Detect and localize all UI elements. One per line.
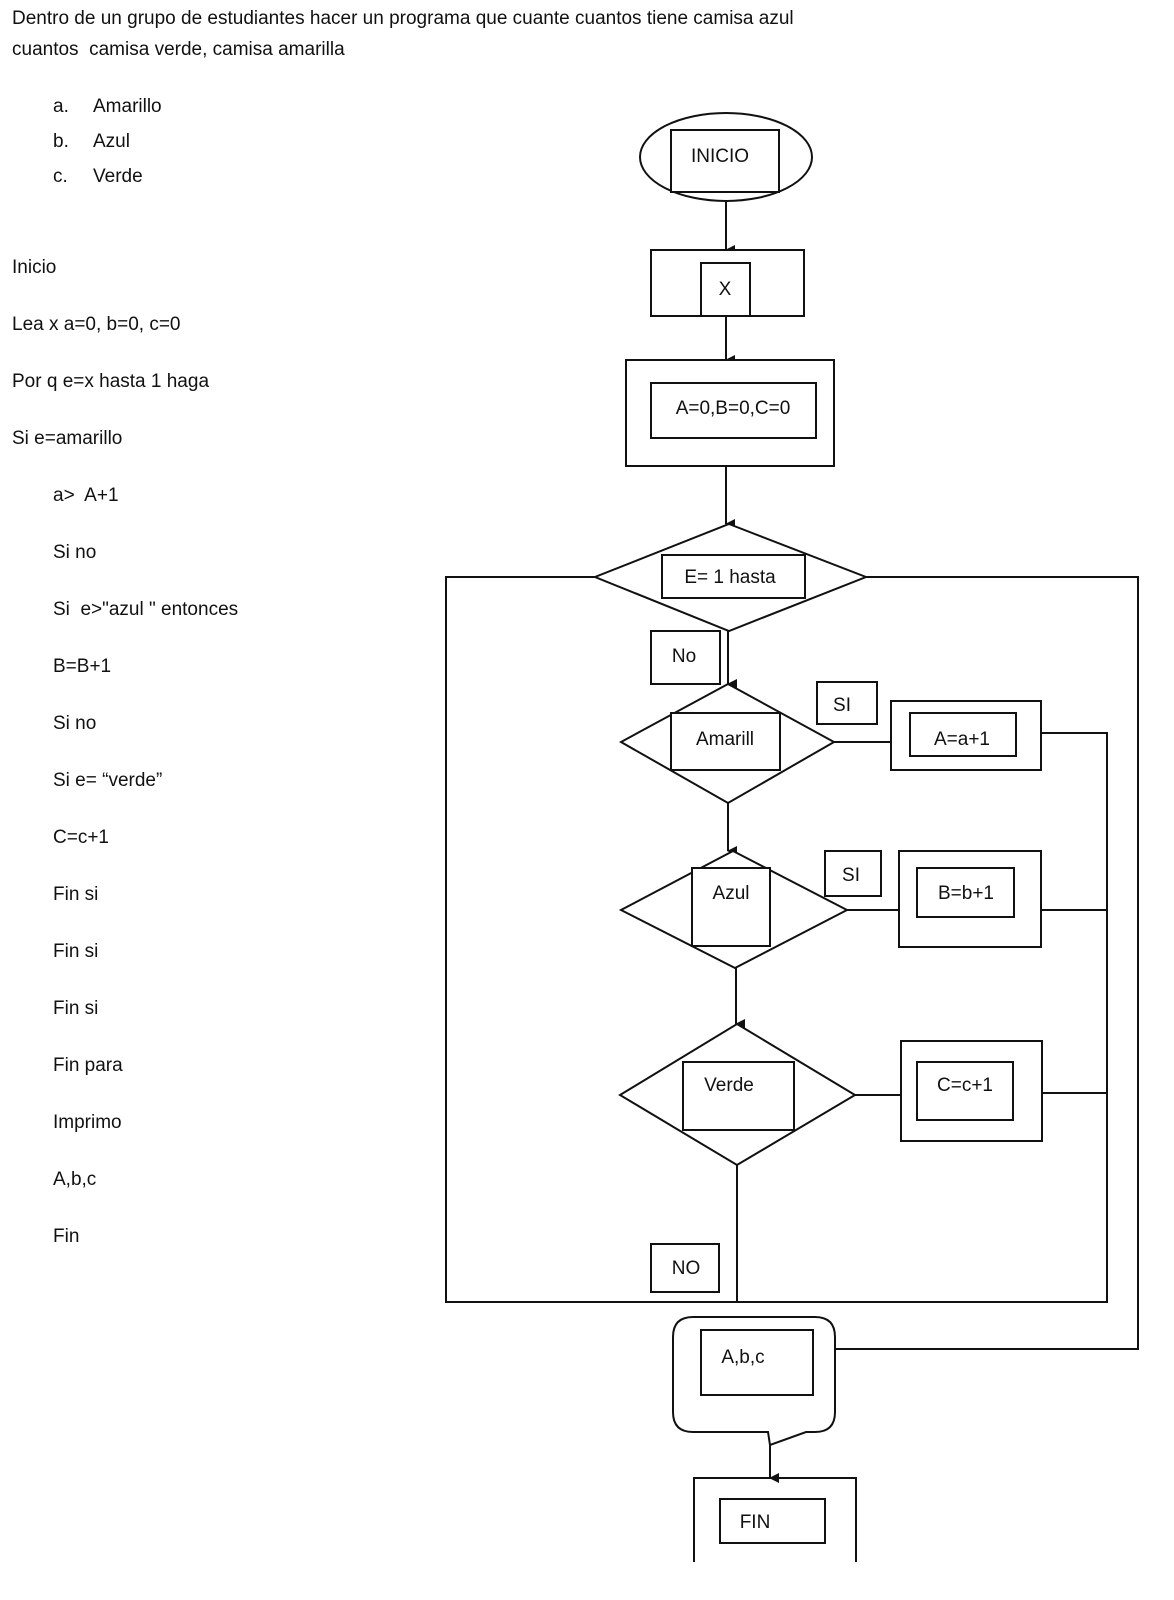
problem-line-1: Dentro de un grupo de estudiantes hacer … [12,8,794,29]
no-label: NO [672,1258,701,1279]
green-label: Verde [704,1075,754,1096]
pseudocode-line: Fin si [53,941,99,962]
pseudocode-line: Si e>"azul " entonces [53,599,239,620]
start-box [670,129,780,193]
loop-box [661,554,806,599]
start-label: INICIO [691,146,749,167]
pseudocode-line: Fin [53,1226,80,1247]
pseudocode-line: Inicio [12,257,57,278]
no-label-box [650,630,721,685]
option-marker: c. [53,166,68,187]
end-inner-box [719,1498,826,1544]
inc-c-inner-box [916,1061,1014,1121]
inc-a-label: A=a+1 [934,729,990,750]
loop-exit-connector [835,576,1139,1350]
pseudocode-line: Si e= “verde” [53,770,163,791]
loop-left-connector [445,576,1108,1303]
output-box [700,1329,814,1396]
end-box [693,1477,857,1562]
yes-label-box [824,850,882,897]
pseudocode-line: B=B+1 [53,656,112,677]
yellow-label: Amarill [696,729,754,750]
option-label: Amarillo [93,96,162,117]
pseudocode-line: Fin para [53,1055,123,1076]
green-box [682,1061,795,1131]
pseudocode-line: Imprimo [53,1112,122,1133]
option-marker: a. [53,96,69,117]
inc-b-inner-box [916,867,1015,918]
yes-label: SI [842,865,860,886]
output-label: A,b,c [721,1347,764,1368]
pseudocode-line: C=c+1 [53,827,109,848]
option-label: Azul [93,131,130,152]
option-marker: b. [53,131,69,152]
blue-label: Azul [713,883,750,904]
pseudocode-line: a> A+1 [53,485,119,506]
no-label: No [672,646,696,667]
inc-a-inner-box [909,712,1017,757]
loop-label: E= 1 hasta [684,567,776,588]
pseudocode-line: Por q e=x hasta 1 haga [12,371,210,392]
input-inner-box [700,262,751,317]
end-label: FIN [740,1512,771,1533]
problem-line-2: cuantos camisa verde, camisa amarilla [12,39,345,60]
inc-b-label: B=b+1 [938,883,994,904]
init-inner-box [650,382,817,439]
pseudocode-line: Fin si [53,884,99,905]
pseudocode-line: Si no [53,713,97,734]
yes-label-box [816,681,878,725]
inc-c-label: C=c+1 [937,1075,993,1096]
pseudocode-line: A,b,c [53,1169,97,1190]
yes-label: SI [833,695,851,716]
init-label: A=0,B=0,C=0 [676,398,791,419]
pseudocode-line: Si e=amarillo [12,428,123,449]
no-label-box [650,1243,720,1293]
option-label: Verde [93,166,143,187]
yellow-box [670,712,781,771]
blue-box [691,867,771,947]
pseudocode-line: Si no [53,542,97,563]
pseudocode-line: Fin si [53,998,99,1019]
pseudocode-line: Lea x a=0, b=0, c=0 [12,314,181,335]
input-label: X [719,279,732,300]
